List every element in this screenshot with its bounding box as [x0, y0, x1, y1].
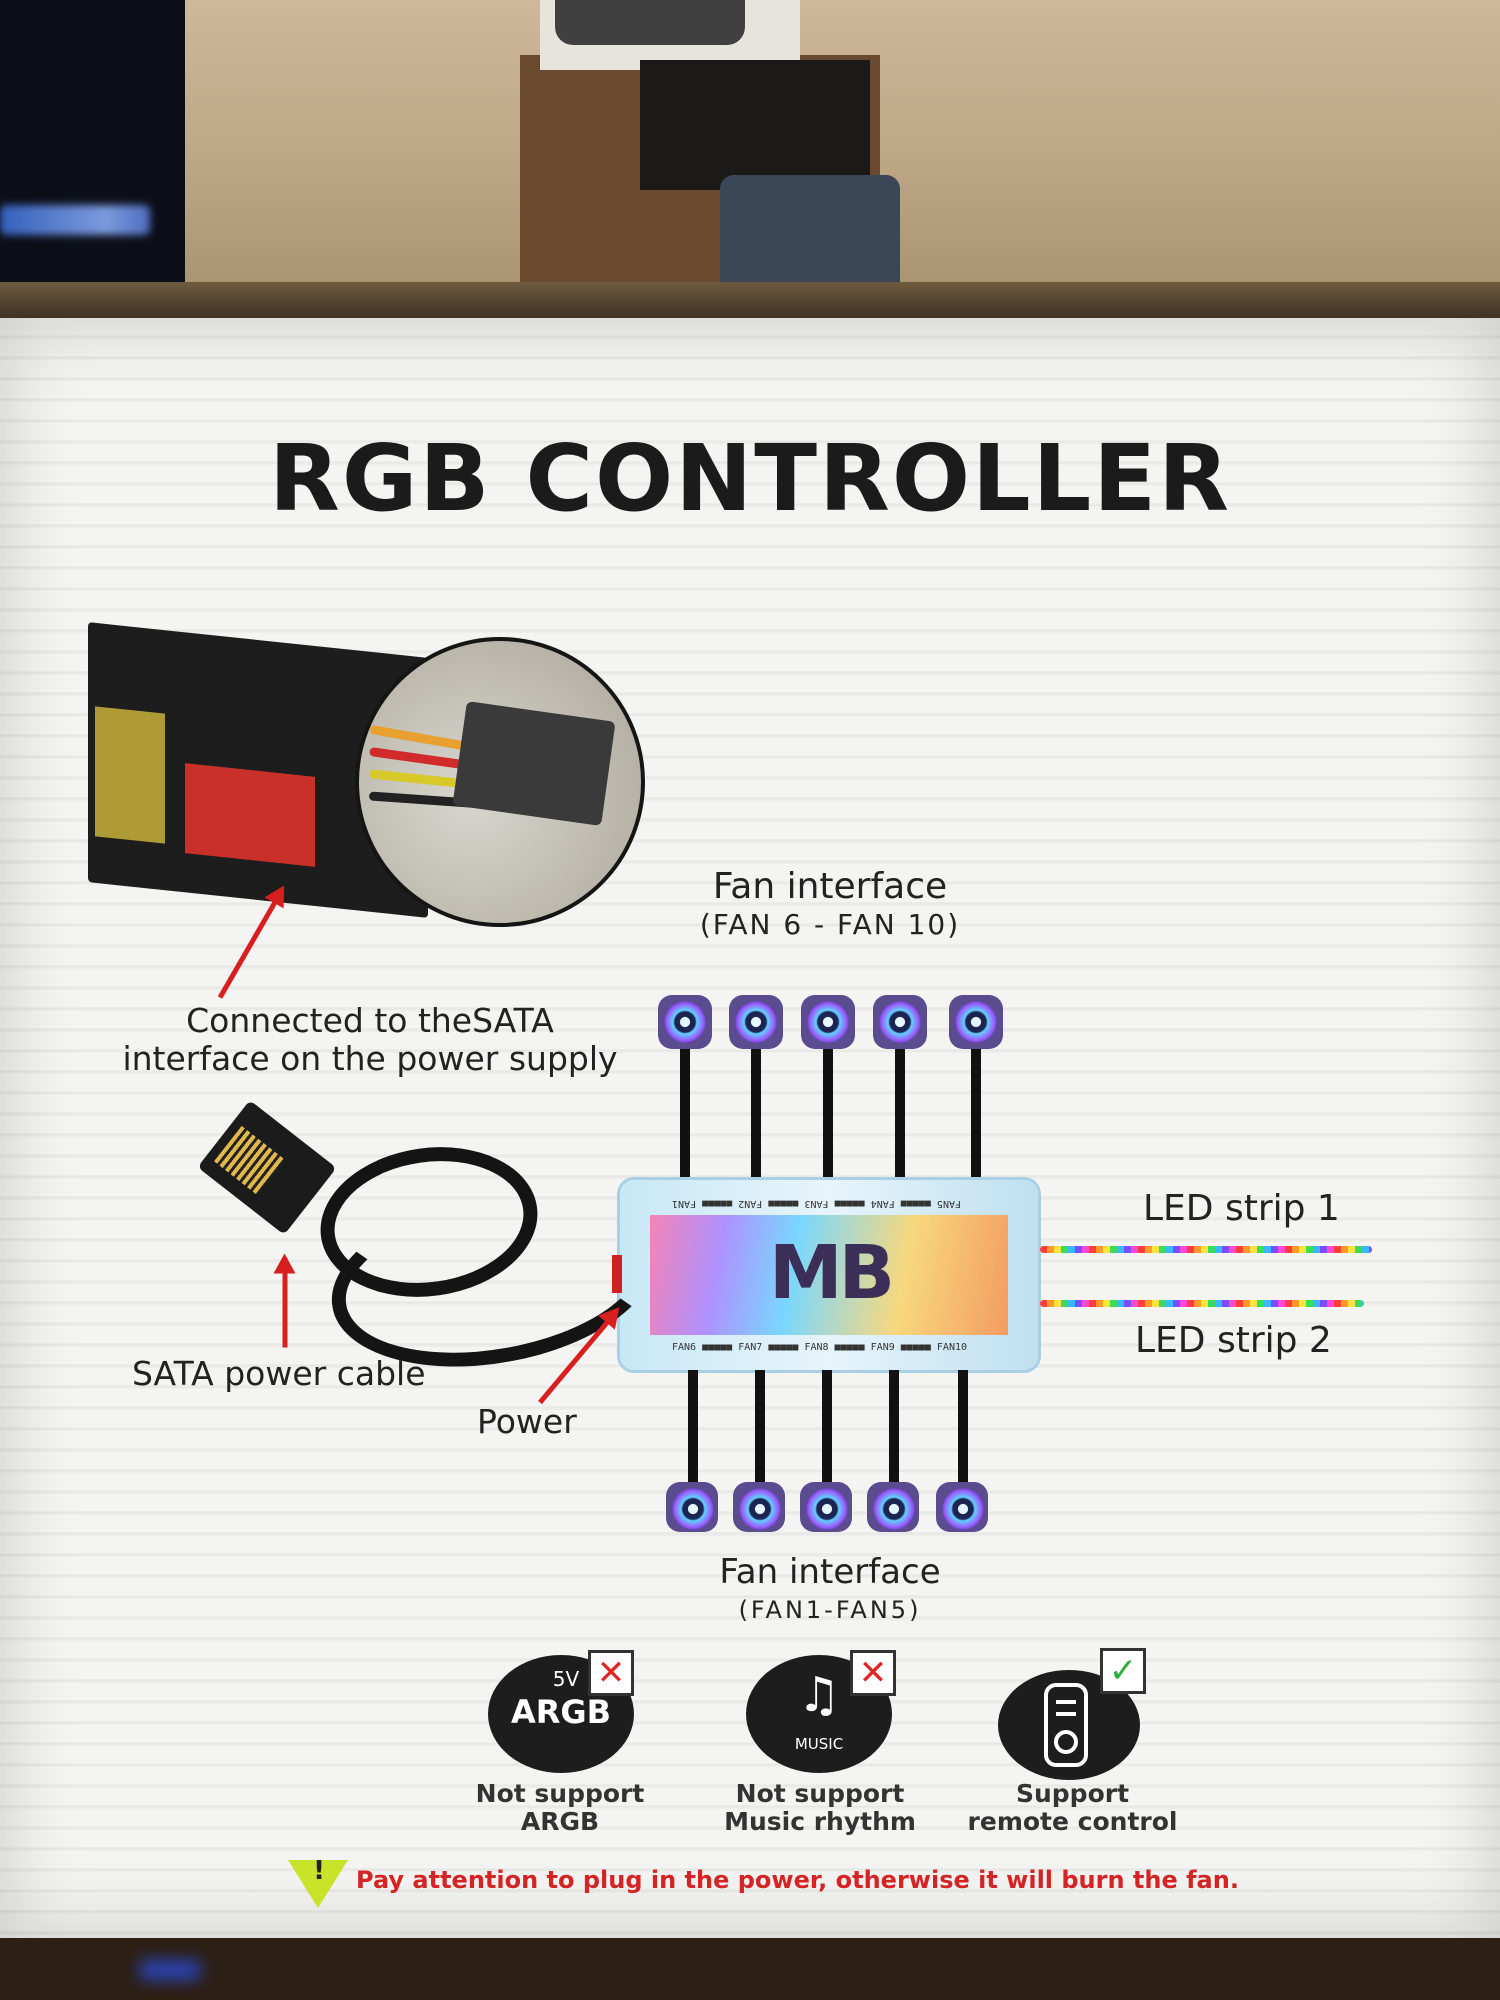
box-title: RGB CONTROLLER — [0, 425, 1500, 532]
fan-cable — [680, 1049, 690, 1180]
fan-cable — [751, 1049, 761, 1180]
sata-note-line1: Connected to theSATA — [110, 1002, 630, 1040]
fan-cable — [895, 1049, 905, 1180]
box-lid-edge — [0, 282, 1500, 322]
monitor — [0, 0, 185, 290]
music-badge-text: MUSIC — [779, 1735, 859, 1753]
supported-check-icon: ✓ — [1100, 1648, 1146, 1694]
bottom-fan-title: Fan interface — [640, 1553, 1020, 1591]
fan-cable — [688, 1370, 698, 1490]
fan-icon — [658, 995, 712, 1049]
fan-icon — [949, 995, 1003, 1049]
hub-bottom-port-labels: FAN6 ■■■■■ FAN7 ■■■■■ FAN8 ■■■■■ FAN9 ■■… — [672, 1342, 967, 1353]
fan-cable — [958, 1370, 968, 1490]
fan-icon — [801, 995, 855, 1049]
fan-cable — [823, 1049, 833, 1180]
feature-music-label: Not support Music rhythm — [705, 1780, 935, 1836]
sata-cable-label: SATA power cable — [132, 1355, 426, 1393]
power-label: Power — [477, 1403, 577, 1441]
feature-music-line1: Not support — [705, 1780, 935, 1808]
feature-remote-label: Support remote control — [950, 1780, 1195, 1836]
fan-cable — [889, 1370, 899, 1490]
fan-icon — [800, 1482, 852, 1532]
shelf-shadow — [640, 60, 870, 190]
feature-remote-line1: Support — [950, 1780, 1195, 1808]
top-fan-title: Fan interface — [620, 868, 1040, 906]
warning-exclamation: ! — [309, 1856, 329, 1886]
psu-sticker — [95, 706, 165, 843]
feature-argb-line2: ARGB — [450, 1808, 670, 1836]
fan-icon — [733, 1482, 785, 1532]
hub-logo: MB — [745, 1230, 915, 1320]
feature-argb-line1: Not support — [450, 1780, 670, 1808]
feature-music-line2: Music rhythm — [705, 1808, 935, 1836]
psu-label — [185, 763, 315, 867]
led-strip-1-cable — [1040, 1246, 1372, 1253]
sata-plug — [452, 701, 615, 826]
bottom-fan-interface-label: Fan interface (FAN1-FAN5) — [640, 1553, 1020, 1629]
fan-icon — [873, 995, 927, 1049]
desk-surface — [0, 1935, 1500, 2000]
blue-led-glow — [140, 1960, 200, 1980]
led-strip-2-label: LED strip 2 — [1135, 1322, 1332, 1360]
top-fan-range: (FAN 6 - FAN 10) — [620, 906, 1040, 944]
shelf-box-dark — [555, 0, 745, 45]
fan-cable — [755, 1370, 765, 1490]
fan-icon — [936, 1482, 988, 1532]
led-strip-1-label: LED strip 1 — [1143, 1190, 1340, 1228]
music-note-icon: ♫ — [789, 1667, 849, 1723]
hub-power-port — [612, 1255, 622, 1293]
argb-main-text: ARGB — [506, 1693, 616, 1731]
sata-note-line2: interface on the power supply — [110, 1040, 630, 1078]
fan-cable — [822, 1370, 832, 1490]
fan-icon — [666, 1482, 718, 1532]
not-supported-x-icon: ✕ — [588, 1650, 634, 1696]
led-strip-2-cable — [1040, 1300, 1364, 1307]
fan-icon — [867, 1482, 919, 1532]
sata-note: Connected to theSATA interface on the po… — [110, 1002, 630, 1078]
not-supported-x-icon: ✕ — [850, 1650, 896, 1696]
arrow-to-sata-connector — [283, 1258, 288, 1348]
warning-text: Pay attention to plug in the power, othe… — [356, 1866, 1239, 1894]
monitor-light — [0, 205, 150, 235]
argb-5v-text: 5V — [536, 1667, 596, 1691]
fan-icon — [729, 995, 783, 1049]
top-fan-interface-label: Fan interface (FAN 6 - FAN 10) — [620, 868, 1040, 944]
fan-cable — [971, 1049, 981, 1180]
hub-top-port-labels: FAN5 ■■■■■ FAN4 ■■■■■ FAN3 ■■■■■ FAN2 ■■… — [672, 1198, 961, 1209]
bottom-fan-range: (FAN1-FAN5) — [640, 1591, 1020, 1629]
feature-remote-line2: remote control — [950, 1808, 1195, 1836]
sata-zoom-inset — [355, 637, 645, 927]
feature-argb-label: Not support ARGB — [450, 1780, 670, 1836]
